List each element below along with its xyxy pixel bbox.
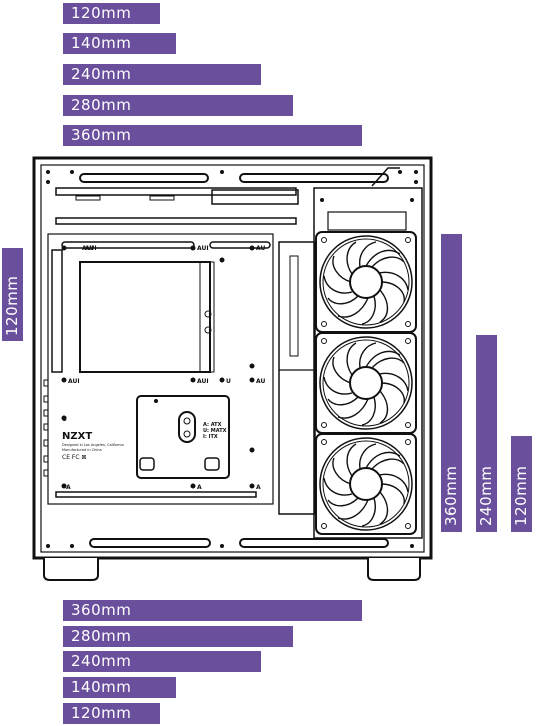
bottom-bar-280: 280mm	[63, 626, 293, 647]
bottom-bar-140: 140mm	[63, 677, 176, 698]
bottom-bar-360: 360mm	[63, 600, 362, 621]
left-bar-120: 120mm	[2, 248, 23, 341]
top-bar-140: 140mm	[63, 33, 176, 54]
top-bar-120: 120mm	[63, 3, 160, 24]
svg-text:A: ATX: A: ATX	[203, 422, 222, 428]
svg-text:AUI: AUI	[82, 245, 94, 252]
bottom-bar-120: 120mm	[63, 703, 160, 724]
svg-text:AU: AU	[256, 245, 265, 252]
top-bar-280: 280mm	[63, 95, 293, 116]
svg-text:AUI: AUI	[197, 378, 209, 385]
svg-text:CE FC ⊠: CE FC ⊠	[62, 454, 86, 461]
svg-text:AUI: AUI	[197, 245, 209, 252]
svg-text:U: MATX: U: MATX	[203, 428, 227, 434]
svg-text:A: A	[197, 484, 202, 491]
svg-text:NZXT: NZXT	[62, 431, 92, 442]
right-bar-360: 360mm	[441, 234, 462, 532]
svg-text:U: U	[226, 378, 231, 385]
svg-text:U: U	[62, 416, 67, 423]
svg-text:A: A	[256, 484, 261, 491]
right-bar-240: 240mm	[476, 335, 497, 532]
svg-text:Manufactured in China: Manufactured in China	[62, 448, 102, 452]
svg-text:I: ITX: I: ITX	[203, 434, 218, 440]
top-bar-360: 360mm	[63, 125, 362, 146]
svg-text:AUI: AUI	[68, 378, 80, 385]
top-bar-240: 240mm	[63, 64, 261, 85]
svg-text:Designed in Los Angeles, Calif: Designed in Los Angeles, California	[62, 443, 124, 447]
right-bar-120: 120mm	[511, 436, 532, 532]
svg-text:AUI: AUI	[85, 245, 97, 252]
svg-text:A: A	[66, 484, 71, 491]
bottom-bar-240: 240mm	[63, 651, 261, 672]
svg-text:AU: AU	[256, 378, 265, 385]
